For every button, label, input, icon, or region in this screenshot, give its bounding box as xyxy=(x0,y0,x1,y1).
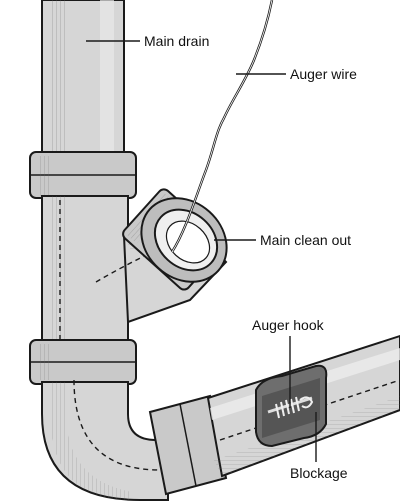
elbow-fitting xyxy=(41,379,169,501)
elbow-coupling xyxy=(148,394,228,496)
label-blockage: Blockage xyxy=(290,465,348,481)
upper-coupling xyxy=(29,151,137,199)
label-auger-wire: Auger wire xyxy=(290,66,357,82)
label-main-clean-out: Main clean out xyxy=(260,232,351,248)
lower-coupling xyxy=(29,339,137,385)
label-auger-hook: Auger hook xyxy=(252,317,325,333)
label-main-drain: Main drain xyxy=(144,33,209,49)
main-drain-pipe xyxy=(41,0,125,161)
clean-out-socket xyxy=(122,188,228,291)
